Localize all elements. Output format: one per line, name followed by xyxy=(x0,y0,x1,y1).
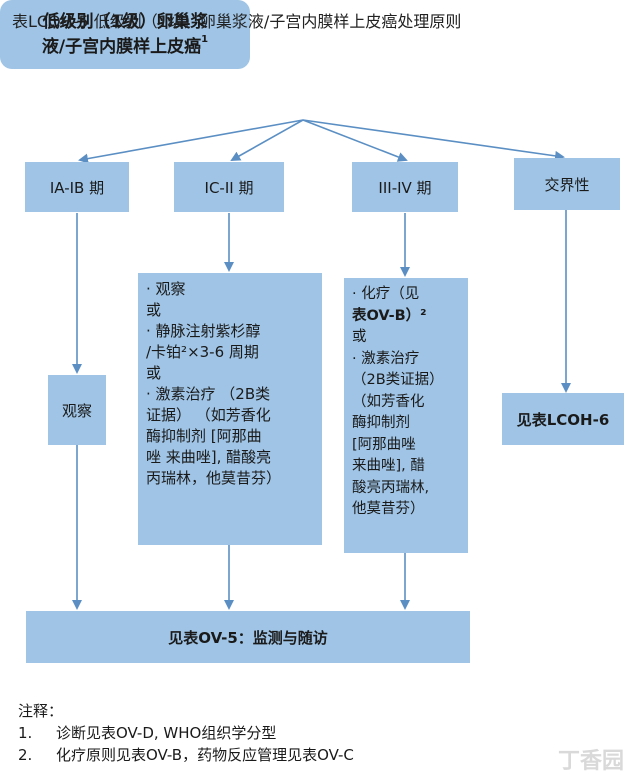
stage-ic-ii-label: IC-II 期 xyxy=(204,178,254,197)
ic-ii-line: · 静脉注射紫杉醇 xyxy=(146,322,261,340)
iii-iv-line: 或 xyxy=(352,329,367,345)
ic-ii-line: /卡铂²×3-6 周期 xyxy=(146,343,259,361)
iii-iv-line: （2B类证据） xyxy=(352,372,444,388)
root-line-2: 液/子宫内膜样上皮癌 xyxy=(41,36,202,57)
note-text: 诊断见表OV-D, WHO组织学分型 xyxy=(56,724,277,742)
iii-iv-line: （如芳香化 xyxy=(352,393,425,410)
notes-section: 注释： 1. 诊断见表OV-D, WHO组织学分型 2. 化疗原则见表OV-B，药物… xyxy=(18,700,354,766)
page-title: 表LCOH-5.低级别（1级）卵巢浆液/子宫内膜样上皮癌处理原则 xyxy=(12,12,462,31)
borderline-lcoh6-label: 见表LCOH-6 xyxy=(516,410,610,429)
ic-ii-line: · 观察 xyxy=(146,280,186,298)
notes-heading: 注释： xyxy=(18,702,64,720)
root-line-1: 低级别（1级）卵巢浆 xyxy=(42,11,208,32)
root-node: 低级别（1级）卵巢浆 液/子宫内膜样上皮癌1 xyxy=(0,0,250,69)
ic-ii-line: 或 xyxy=(146,364,162,382)
stage-iii-iv: III-IV 期 xyxy=(352,162,458,212)
iii-iv-line: · 激素治疗 xyxy=(352,350,420,367)
note-item: 2. 化疗原则见表OV-B，药物反应管理见表OV-C xyxy=(18,744,354,766)
note-number: 1. xyxy=(18,724,33,742)
ic-ii-line: 酶抑制剂 [阿那曲 xyxy=(146,427,262,445)
stage-ia-ib: IA-IB 期 xyxy=(25,162,129,212)
ia-ib-observe-label: 观察 xyxy=(61,401,92,420)
iii-iv-line: 酸亮丙瑞林, xyxy=(352,479,430,496)
iii-iv-line: [阿那曲唑 xyxy=(352,436,416,453)
iii-iv-line: 表OV-B）² xyxy=(352,307,427,324)
root-footnote: 1 xyxy=(201,33,209,45)
arrow-root-to-ia-ib xyxy=(78,119,304,164)
iii-iv-line: 来曲唑], 醋 xyxy=(352,458,425,474)
note-item: 1. 诊断见表OV-D, WHO组织学分型 xyxy=(18,722,354,744)
iii-iv-treatment-box: · 化疗（见 表OV-B）² 或 · 激素治疗 （2B类证据） （如芳香化 酶抑… xyxy=(344,278,468,553)
followup-label: 见表OV-5：监测与随访 xyxy=(168,628,328,647)
iii-iv-line: 酶抑制剂 xyxy=(352,415,410,431)
ic-ii-line: 或 xyxy=(146,301,162,319)
ic-ii-line: 丙瑞林，他莫昔芬） xyxy=(146,469,282,487)
ic-ii-line: 证据） （如芳香化 xyxy=(146,406,271,424)
ia-ib-observe-box: 观察 xyxy=(48,375,106,445)
arrow-root-to-ic-ii xyxy=(230,119,304,161)
note-number: 2. xyxy=(18,746,33,764)
arrow-root-to-iii-iv xyxy=(302,119,408,162)
ic-ii-treatment-box: · 观察 或 · 静脉注射紫杉醇 /卡铂²×3-6 周期 或 · 激素治疗 （2… xyxy=(138,273,322,545)
stage-borderline: 交界性 xyxy=(514,158,620,210)
iii-iv-line: 他莫昔芬） xyxy=(352,501,425,517)
arrow-root-to-borderline xyxy=(302,119,565,161)
stage-borderline-label: 交界性 xyxy=(544,175,590,194)
stage-ia-ib-label: IA-IB 期 xyxy=(49,178,105,197)
ic-ii-line: · 激素治疗 （2B类 xyxy=(146,385,271,403)
ic-ii-line: 唑 来曲唑], 醋酸亮 xyxy=(146,448,272,466)
borderline-lcoh6-box: 见表LCOH-6 xyxy=(502,393,624,445)
watermark-logo: 丁香园 xyxy=(557,749,624,774)
followup-box: 见表OV-5：监测与随访 xyxy=(26,611,470,663)
stage-ic-ii: IC-II 期 xyxy=(174,162,284,212)
stage-iii-iv-label: III-IV 期 xyxy=(378,178,432,197)
note-text: 化疗原则见表OV-B，药物反应管理见表OV-C xyxy=(56,746,354,764)
iii-iv-line: · 化疗（见 xyxy=(352,286,420,302)
